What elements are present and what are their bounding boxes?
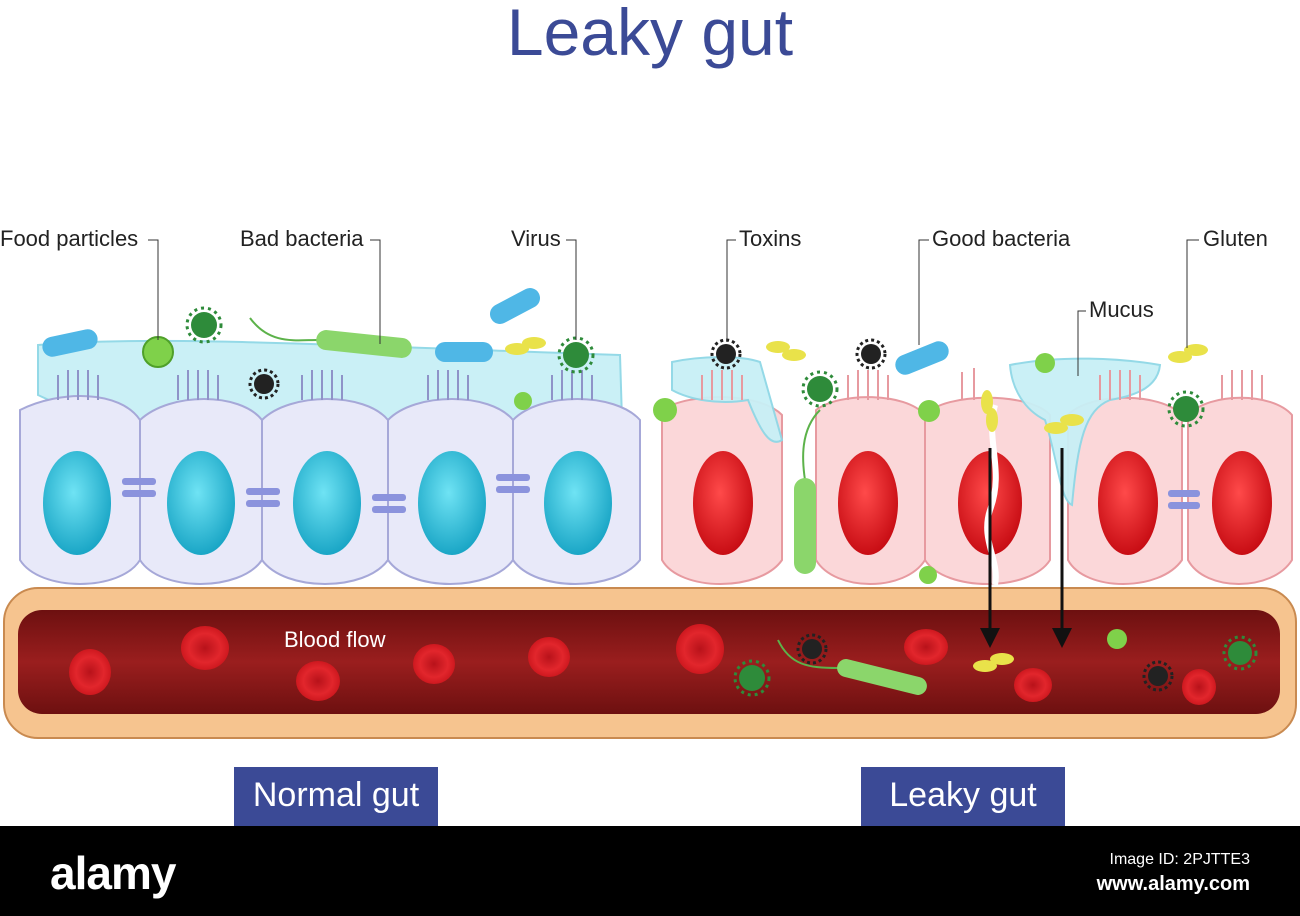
food-particle-icon (653, 398, 677, 422)
toxin-icon (248, 368, 280, 400)
page-title: Leaky gut (507, 0, 793, 69)
virus-icon (185, 306, 223, 344)
label-virus: Virus (511, 226, 577, 340)
food-particle-icon (514, 392, 532, 410)
food-particle-icon (1035, 353, 1055, 373)
svg-text:Mucus: Mucus (1089, 297, 1154, 322)
blood-virus-icon (733, 659, 771, 697)
toxin-icon (710, 338, 742, 370)
footer-url: www.alamy.com (1096, 873, 1250, 895)
svg-text:Toxins: Toxins (739, 226, 801, 251)
blood-gluten-icon (973, 653, 1014, 672)
blood-vessel (3, 587, 1297, 739)
tight-junctions (122, 474, 530, 513)
svg-text:Leaky gut: Leaky gut (889, 776, 1037, 814)
label-mucus: Mucus (1077, 297, 1154, 376)
leaky-mucus-patch (1008, 357, 1162, 507)
good-bacteria-icon (435, 342, 493, 362)
label-gluten: Gluten (1186, 226, 1268, 348)
leak-arrow (1052, 448, 1072, 648)
good-bacteria-icon (42, 329, 98, 357)
red-blood-cells (69, 624, 1216, 705)
watermark-footer: alamy Image ID: 2PJTTE3 www.alamy.com (0, 826, 1300, 916)
food-particle-icon (142, 336, 174, 368)
label-toxins: Toxins (726, 226, 801, 342)
food-particle-icon (918, 400, 940, 422)
gluten-icon (981, 390, 998, 432)
svg-text:Food particles: Food particles (0, 226, 138, 251)
gluten-icon (766, 341, 806, 361)
virus-icon (801, 370, 839, 408)
svg-text:Virus: Virus (511, 226, 561, 251)
gluten-icon (1044, 414, 1084, 434)
svg-text:Good bacteria: Good bacteria (932, 226, 1071, 251)
footer-meta: Image ID: 2PJTTE3 www.alamy.com (1097, 848, 1250, 896)
label-good-bacteria: Good bacteria (918, 226, 1071, 345)
blood-food-particle-icon (1107, 629, 1127, 649)
label-food-particles: Food particles (0, 226, 159, 340)
gluten-icon (505, 337, 546, 355)
panel-label-leaky: Leaky gut (861, 767, 1065, 827)
blood-bad-bacteria-icon (777, 639, 927, 695)
normal-gut-cells (19, 288, 641, 585)
food-particle-icon (919, 566, 937, 584)
blood-toxin-icon (796, 633, 828, 665)
virus-icon (1167, 390, 1205, 428)
image-id: Image ID: 2PJTTE3 (1109, 851, 1251, 868)
leaky-gut-cells (653, 338, 1293, 648)
panel-label-normal: Normal gut (234, 767, 438, 827)
toxin-icon (855, 338, 887, 370)
gluten-icon (1168, 344, 1208, 363)
label-bad-bacteria: Bad bacteria (240, 226, 381, 344)
good-bacteria-icon (489, 288, 541, 324)
alamy-logo: alamy (50, 847, 176, 899)
label-blood-flow: Blood flow (284, 627, 386, 652)
svg-text:Gluten: Gluten (1203, 226, 1268, 251)
leak-arrow (980, 448, 1000, 648)
blood-toxin-icon (1142, 660, 1174, 692)
bad-bacteria-icon (794, 409, 821, 574)
blood-virus-icon (1222, 635, 1258, 671)
bad-bacteria-icon (249, 317, 412, 358)
svg-text:Normal gut: Normal gut (253, 776, 420, 814)
good-bacteria-icon (895, 341, 949, 375)
svg-text:Bad bacteria: Bad bacteria (240, 226, 364, 251)
